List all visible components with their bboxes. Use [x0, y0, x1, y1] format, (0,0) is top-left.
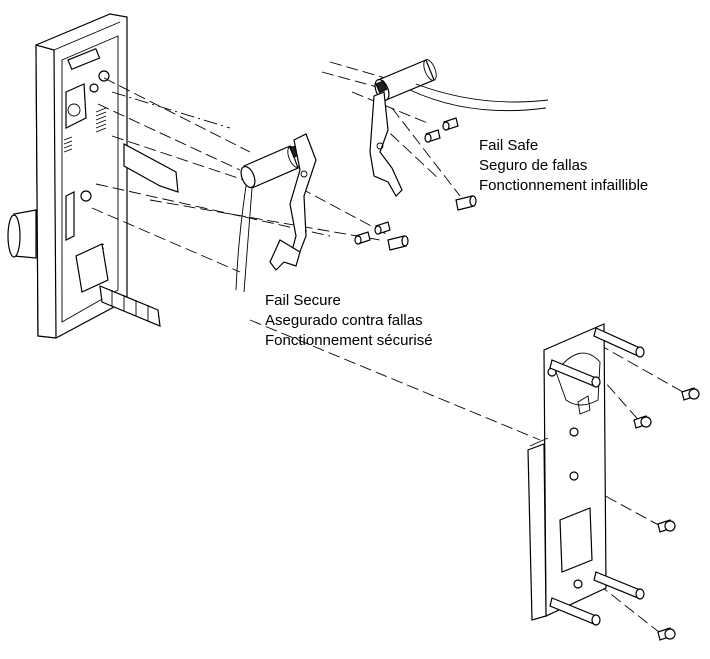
- fail-safe-label-es: Seguro de fallas: [479, 157, 588, 174]
- fail-safe-bracket: [369, 91, 403, 197]
- assembly-lines-left: [91, 77, 391, 273]
- back-plate-flange: [527, 443, 547, 621]
- fail-secure-screws: [354, 221, 409, 251]
- case-latch-bolt: [99, 285, 161, 327]
- fail-safe-label-fr: Fonctionnement infaillible: [479, 177, 649, 194]
- back-plate-posts: [549, 327, 645, 626]
- assembly-lines-right: [321, 61, 461, 197]
- lock-case: [7, 13, 179, 339]
- fail-secure-label-es: Asegurado contra fallas: [265, 312, 423, 329]
- fail-secure-solenoid: [235, 133, 409, 293]
- case-latch-block: [75, 243, 109, 293]
- assembly-line-plate: [249, 319, 541, 441]
- case-top-bracket: [67, 47, 101, 71]
- back-plate-window: [559, 507, 593, 573]
- fail-safe-screws: [424, 117, 477, 211]
- back-plate: [527, 323, 700, 641]
- case-lever: [123, 142, 179, 193]
- fail-secure-label-fr: Fonctionnement sécurisé: [265, 332, 433, 349]
- fail-safe-label-en: Fail Safe: [479, 137, 539, 154]
- fail-safe-solenoid: [369, 59, 549, 211]
- fail-safe-label: Fail Safe Seguro de fallas Fonctionnemen…: [479, 136, 648, 196]
- fail-secure-label: Fail Secure Asegurado contra fallas Fonc…: [265, 291, 433, 351]
- fail-secure-label-en: Fail Secure: [265, 292, 341, 309]
- back-plate-screws: [633, 387, 700, 641]
